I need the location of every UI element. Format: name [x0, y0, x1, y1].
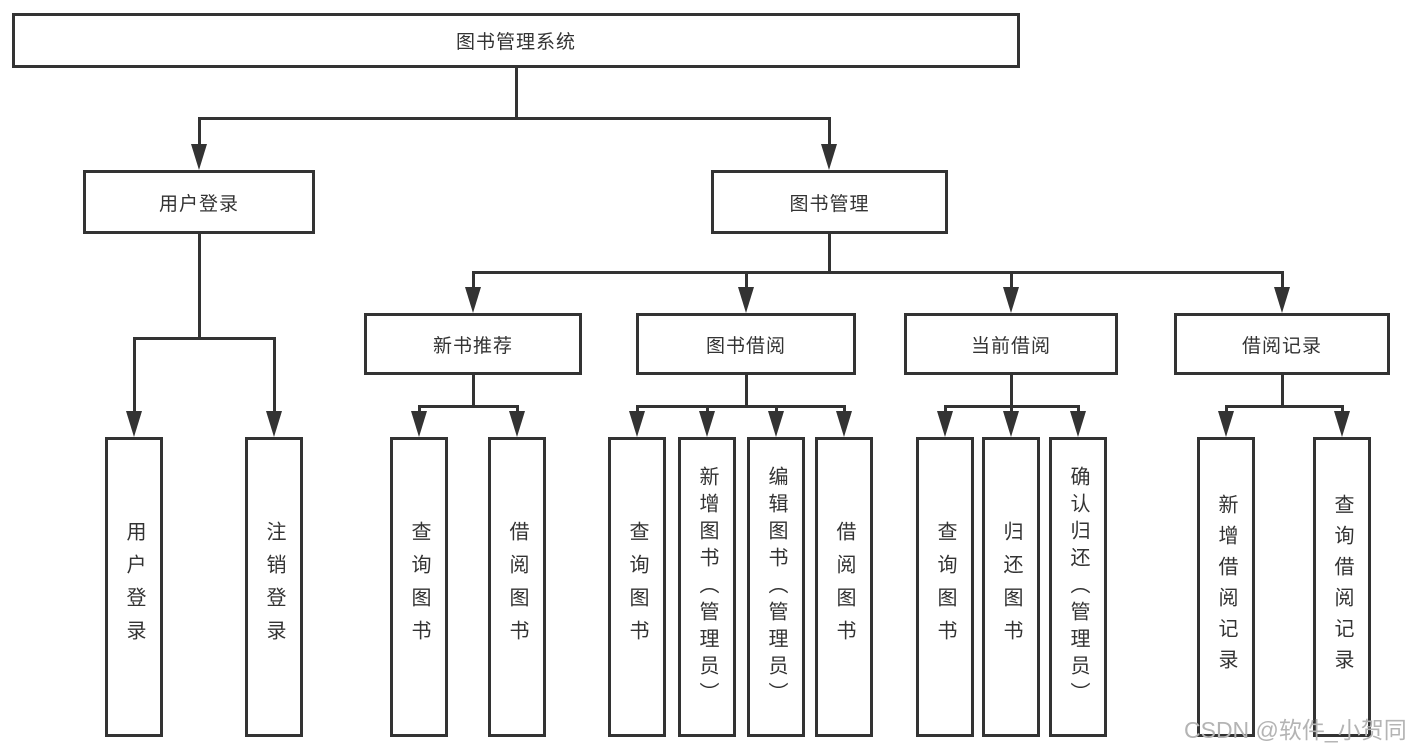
node-label: 编辑图书（管理员）	[765, 465, 787, 709]
arrowhead-icon	[509, 411, 525, 437]
connector-vline	[828, 118, 831, 150]
node-label: 归还图书	[1000, 521, 1022, 653]
node-label: 查询图书	[408, 521, 430, 653]
connector-hline	[133, 336, 276, 340]
node-user-login: 用户登录	[83, 170, 315, 234]
connector-vline	[197, 118, 201, 150]
leaf-user-login: 用户登录	[105, 437, 163, 737]
node-label: 查询图书	[626, 521, 648, 653]
arrowhead-icon	[1273, 287, 1290, 313]
node-label: 新增借阅记录	[1215, 494, 1237, 680]
leaf-add-borrow-record: 新增借阅记录	[1197, 437, 1255, 737]
leaf-return-book: 归还图书	[982, 437, 1040, 737]
node-current-borrow: 当前借阅	[904, 313, 1118, 375]
node-label: 查询借阅记录	[1331, 494, 1353, 680]
arrowhead-icon	[767, 411, 784, 437]
leaf-query-books-2: 查询图书	[608, 437, 666, 737]
connector-vline	[273, 338, 276, 417]
node-label: 确认归还（管理员）	[1067, 465, 1089, 709]
node-label: 查询图书	[934, 521, 956, 653]
arrowhead-icon	[1334, 411, 1350, 437]
arrowhead-icon	[698, 411, 715, 437]
leaf-borrow-books-1: 借阅图书	[488, 437, 546, 737]
node-borrow-records: 借阅记录	[1174, 313, 1390, 375]
arrowhead-icon	[266, 411, 282, 437]
node-book-management: 图书管理	[711, 170, 948, 234]
leaf-query-books-1: 查询图书	[390, 437, 448, 737]
connector-vline	[744, 272, 748, 293]
arrowhead-icon	[464, 287, 481, 313]
leaf-add-book-admin: 新增图书（管理员）	[678, 437, 736, 737]
leaf-logout: 注销登录	[245, 437, 303, 737]
csdn-watermark: CSDN @软件_小贺同学	[1184, 717, 1405, 743]
arrowhead-icon	[737, 287, 754, 313]
connector-vline	[1009, 373, 1013, 408]
arrowhead-icon	[629, 411, 645, 437]
arrowhead-icon	[937, 411, 953, 437]
connector-vline	[471, 373, 475, 408]
connector-hline	[418, 404, 519, 408]
leaf-edit-book-admin: 编辑图书（管理员）	[747, 437, 805, 737]
leaf-query-borrow-record: 查询借阅记录	[1313, 437, 1371, 737]
connector-vline	[1280, 373, 1284, 408]
connector-vline	[514, 66, 518, 120]
arrowhead-icon	[411, 411, 427, 437]
node-root: 图书管理系统	[12, 13, 1020, 68]
node-label: 借阅图书	[833, 521, 855, 653]
arrowhead-icon	[190, 144, 207, 170]
connector-vline	[1280, 272, 1284, 293]
connector-vline	[828, 232, 831, 274]
connector-vline	[133, 338, 136, 417]
connector-hline	[198, 116, 831, 120]
arrowhead-icon	[1002, 411, 1019, 437]
connector-vline	[1009, 272, 1013, 293]
node-label: 新增图书（管理员）	[696, 465, 718, 709]
connector-vline	[744, 373, 748, 408]
arrowhead-icon	[835, 411, 852, 437]
arrowhead-icon	[1217, 411, 1234, 437]
leaf-borrow-books-2: 借阅图书	[815, 437, 873, 737]
connector-vline	[471, 272, 475, 293]
connector-hline	[1224, 404, 1344, 408]
arrowhead-icon	[821, 144, 837, 170]
connector-hline	[636, 404, 846, 408]
arrowhead-icon	[1002, 287, 1019, 313]
node-label: 借阅图书	[506, 521, 528, 653]
node-new-book-recommend: 新书推荐	[364, 313, 582, 375]
connector-hline	[471, 270, 1284, 274]
node-book-borrow: 图书借阅	[636, 313, 856, 375]
connector-vline	[197, 232, 201, 340]
node-label: 用户登录	[123, 521, 145, 653]
leaf-confirm-return-admin: 确认归还（管理员）	[1049, 437, 1107, 737]
arrowhead-icon	[126, 411, 142, 437]
leaf-query-books-3: 查询图书	[916, 437, 974, 737]
node-label: 注销登录	[263, 521, 285, 653]
arrowhead-icon	[1069, 411, 1086, 437]
